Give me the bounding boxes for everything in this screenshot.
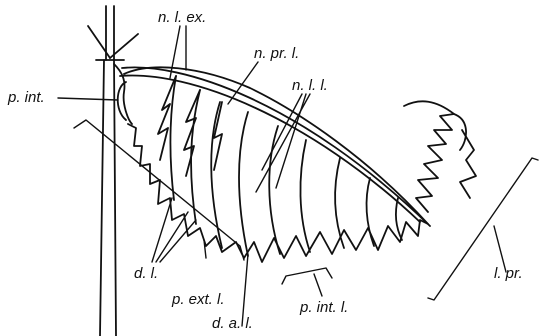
label-p-ext-l: p. ext. l. <box>172 292 225 307</box>
label-d-l: d. l. <box>134 266 158 281</box>
label-n-l-l: n. l. l. <box>292 78 328 93</box>
leaf-base <box>114 64 132 124</box>
leaf-tip <box>404 101 476 212</box>
label-n-pr-l: n. pr. l. <box>254 46 299 61</box>
label-n-l-ex: n. l. ex. <box>158 10 206 25</box>
label-p-int-l: p. int. l. <box>300 300 348 315</box>
label-p-int: p. int. <box>8 90 45 105</box>
label-d-a-l: d. a. l. <box>212 316 253 331</box>
stem <box>88 6 138 336</box>
label-l-pr: l. pr. <box>494 266 523 281</box>
leaf-outline <box>124 67 428 262</box>
